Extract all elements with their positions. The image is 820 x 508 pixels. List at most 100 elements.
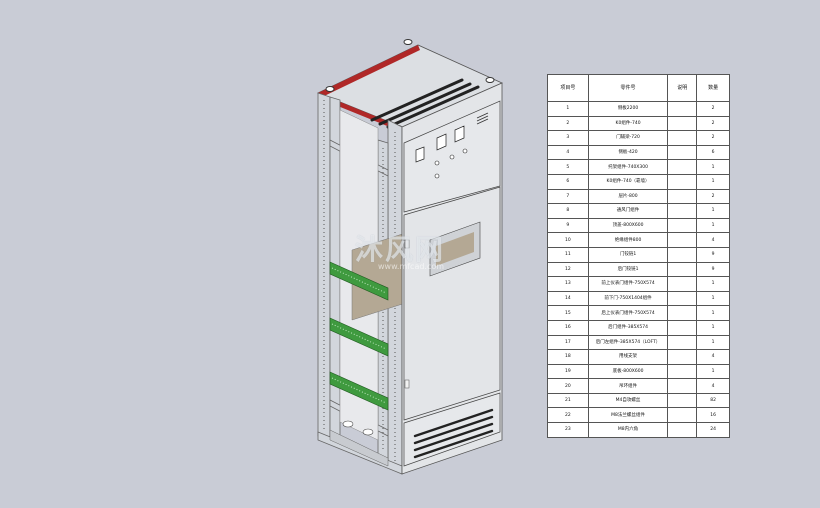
bom-cell-item-no: 3 xyxy=(547,130,589,146)
door-window-view xyxy=(436,232,474,266)
bom-cell-description xyxy=(667,407,698,424)
bom-cell-part-no: 通风门组件 xyxy=(587,203,669,219)
bom-cell-item-no: 18 xyxy=(547,349,589,365)
bom-cell-description xyxy=(667,363,698,380)
bom-cell-quantity: 1 xyxy=(696,159,730,175)
bom-cell-part-no: 托架组件-740X300 xyxy=(587,159,669,175)
bom-cell-description xyxy=(667,130,698,146)
bom-header-item-no: 项目号 xyxy=(547,74,589,102)
bom-cell-quantity: 6 xyxy=(696,144,730,161)
bom-cell-quantity: 1 xyxy=(696,319,730,336)
lower-main-door[interactable] xyxy=(403,186,501,421)
bom-cell-description xyxy=(667,261,698,278)
bom-cell-part-no: 用线支架 xyxy=(587,349,669,365)
bom-cell-description xyxy=(667,392,698,409)
bom-cell-description xyxy=(667,422,698,438)
bom-cell-description xyxy=(667,319,698,336)
bom-cell-item-no: 22 xyxy=(547,407,589,424)
bom-cell-item-no: 12 xyxy=(547,261,589,278)
bom-cell-part-no: M8内六角 xyxy=(587,422,669,438)
pilot-lights xyxy=(434,148,468,179)
bom-cell-item-no: 1 xyxy=(547,101,589,117)
bottom-vent-slots xyxy=(413,408,494,459)
bom-cell-quantity: 1 xyxy=(696,173,730,190)
bom-cell-item-no: 17 xyxy=(547,334,589,351)
bom-cell-description xyxy=(667,305,698,321)
bom-cell-description xyxy=(667,232,698,248)
bom-cell-quantity: 2 xyxy=(696,130,730,146)
bom-cell-quantity: 1 xyxy=(696,203,730,219)
bom-cell-quantity: 2 xyxy=(696,188,730,205)
bom-cell-part-no: 后门组件-385X574 xyxy=(587,319,669,336)
bom-cell-part-no: 吊环组件 xyxy=(587,378,669,394)
bom-cell-description xyxy=(667,101,698,117)
bom-cell-item-no: 23 xyxy=(547,422,589,438)
bom-cell-item-no: 16 xyxy=(547,319,589,336)
bom-cell-quantity: 9 xyxy=(696,261,730,278)
bom-cell-quantity: 1 xyxy=(696,276,730,292)
bom-cell-item-no: 2 xyxy=(547,115,589,132)
bom-cell-description xyxy=(667,217,698,234)
bom-header-part-no: 零件号 xyxy=(587,74,669,102)
bom-cell-part-no: 绝缘组件800 xyxy=(587,232,669,248)
bom-cell-item-no: 10 xyxy=(547,232,589,248)
bom-cell-quantity: 2 xyxy=(696,115,730,132)
bom-cell-description xyxy=(667,173,698,190)
bom-header-quantity: 数量 xyxy=(696,74,730,102)
bom-cell-item-no: 11 xyxy=(547,246,589,263)
bom-cell-part-no: 侧板2200 xyxy=(587,101,669,117)
bom-cell-part-no: 后门左组件-385X574（LOFT） xyxy=(587,334,669,351)
bom-header-description: 说明 xyxy=(667,74,698,102)
bom-cell-part-no: 底板-800X600 xyxy=(587,363,669,380)
bom-cell-item-no: 19 xyxy=(547,363,589,380)
bom-cell-item-no: 15 xyxy=(547,305,589,321)
bom-cell-item-no: 21 xyxy=(547,392,589,409)
bom-cell-quantity: 1 xyxy=(696,217,730,234)
bom-cell-quantity: 1 xyxy=(696,334,730,351)
bom-cell-quantity: 1 xyxy=(696,305,730,321)
bom-cell-part-no: 前下门-750X1404组件 xyxy=(587,290,669,307)
floor-plate xyxy=(329,429,389,467)
bom-cell-quantity: 82 xyxy=(696,392,730,409)
rail-holes xyxy=(331,267,387,404)
bom-cell-description xyxy=(667,290,698,307)
bom-cell-quantity: 2 xyxy=(696,101,730,117)
bom-cell-description xyxy=(667,378,698,394)
bom-cell-item-no: 4 xyxy=(547,144,589,161)
rail-2 xyxy=(329,317,389,357)
door-hinges xyxy=(404,239,410,389)
bom-cell-part-no: K0组件-740（靠墙） xyxy=(587,173,669,190)
bom-cell-item-no: 5 xyxy=(547,159,589,175)
rail-1 xyxy=(329,261,389,301)
upper-vent-grid xyxy=(476,112,489,125)
bom-cell-item-no: 14 xyxy=(547,290,589,307)
bom-cell-part-no: M4自攻螺丝 xyxy=(587,392,669,409)
bom-cell-part-no: 顶盖-800X600 xyxy=(587,217,669,234)
green-rails[interactable] xyxy=(329,261,389,411)
bom-cell-part-no: 门辅梁-720 xyxy=(587,130,669,146)
bom-cell-quantity: 1 xyxy=(696,363,730,380)
bom-cell-quantity: 24 xyxy=(696,422,730,438)
